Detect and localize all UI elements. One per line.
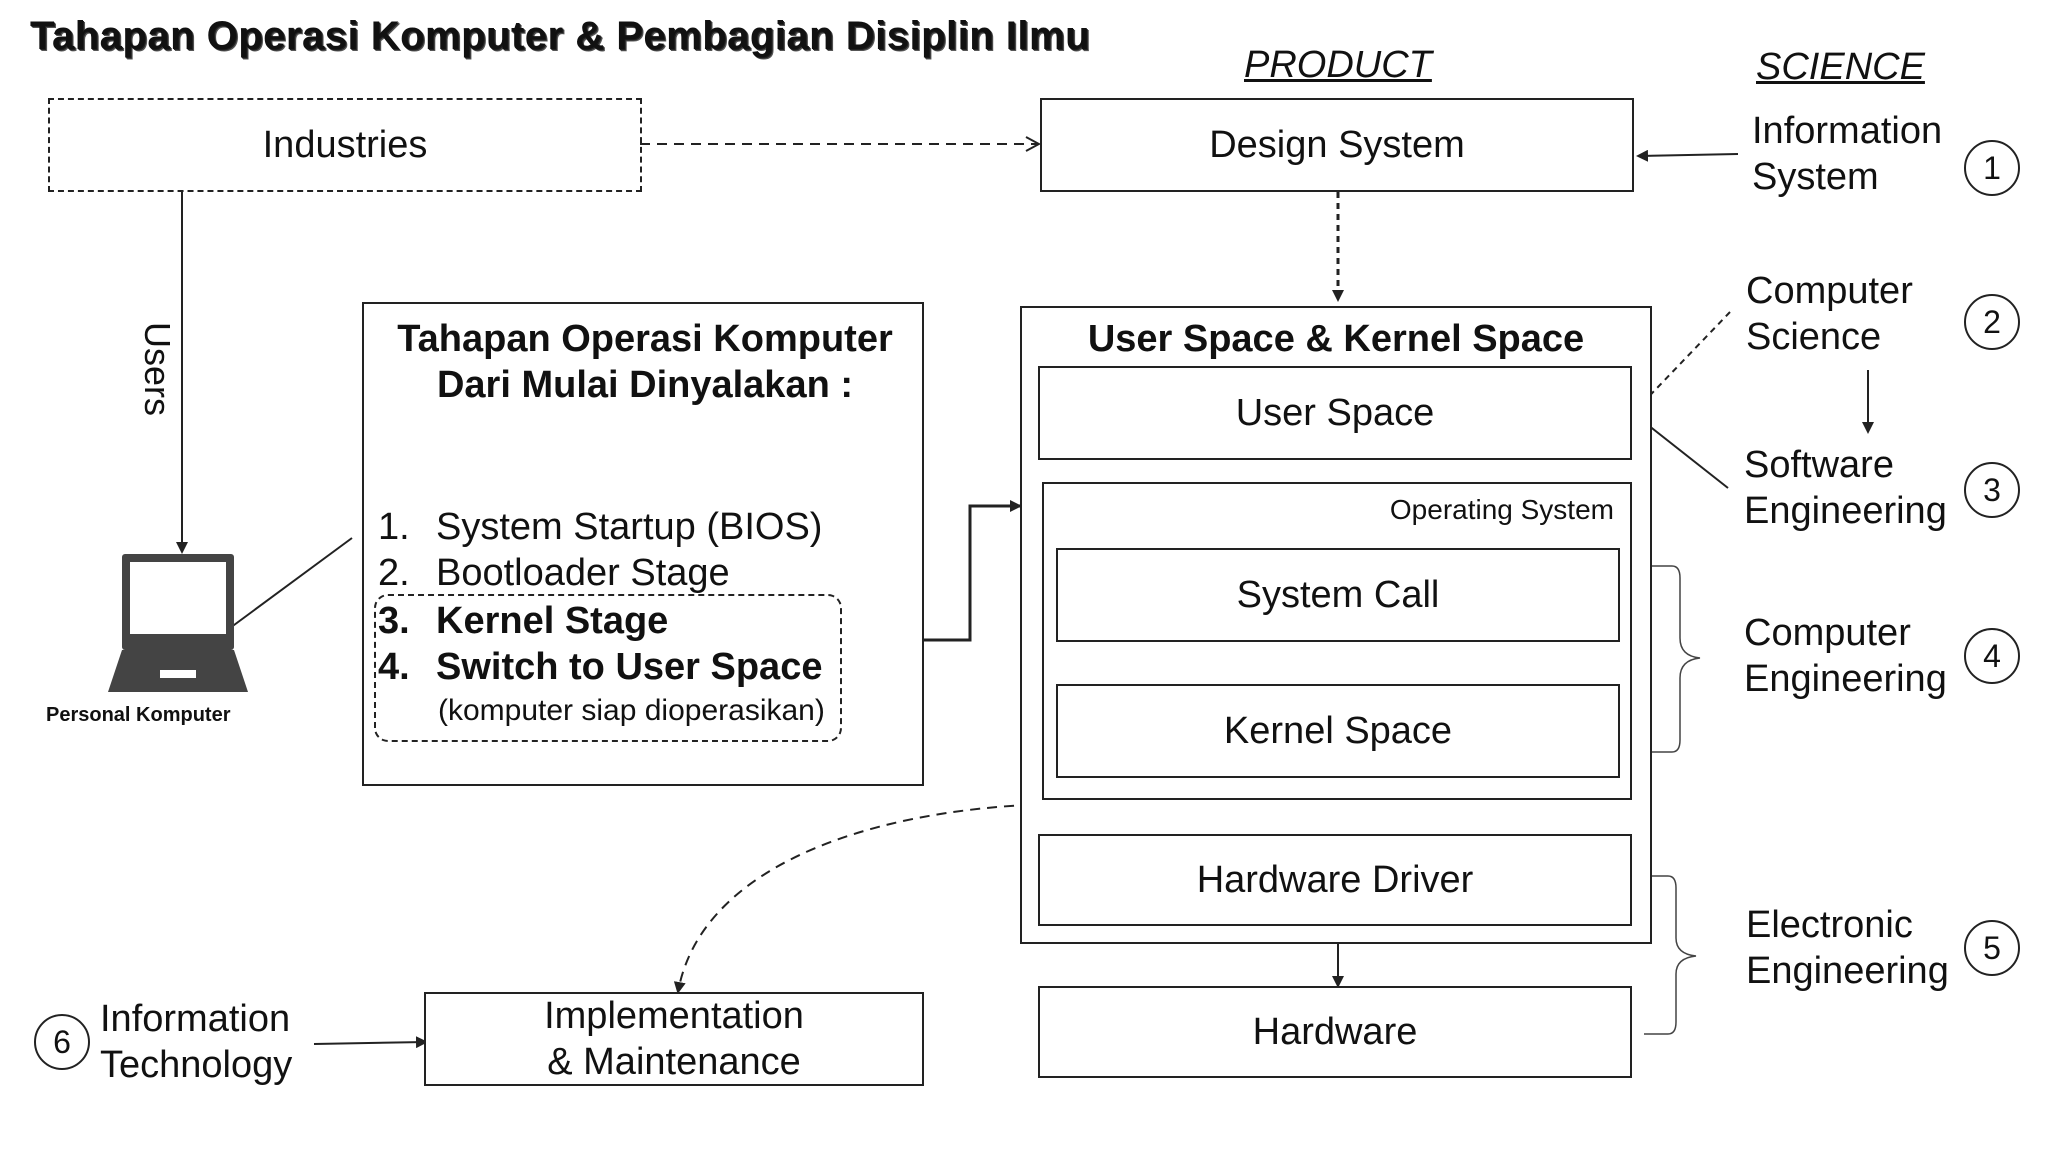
science-line2: Engineering — [1744, 658, 1947, 700]
brace-electronic-engineering — [1644, 875, 1697, 1035]
science-number-badge: 2 — [1964, 294, 2020, 350]
hardware-label: Hardware — [1252, 1010, 1418, 1053]
science-number-badge: 1 — [1964, 140, 2020, 196]
step-4: 4. Switch to User Space — [378, 646, 822, 689]
science-line2: Engineering — [1746, 950, 1949, 992]
science-line2: Engineering — [1744, 490, 1947, 532]
step-label: Kernel Stage — [436, 600, 669, 642]
science-line2: Technology — [100, 1044, 293, 1086]
kernel-space-label: Kernel Space — [1223, 709, 1453, 752]
science-electronic-engineering: Electronic Engineering — [1746, 902, 1949, 994]
science-line1: Electronic — [1746, 904, 1913, 946]
laptop-link-line — [229, 537, 353, 629]
science-line1: Information — [100, 998, 291, 1040]
system-call-box: System Call — [1056, 548, 1620, 642]
science-number-badge: 5 — [1964, 920, 2020, 976]
science-line1: Computer — [1744, 612, 1911, 654]
stages-title-line1: Tahapan Operasi Komputer — [397, 318, 893, 360]
science-information-system: Information System — [1752, 108, 1942, 200]
science-line1: Information — [1752, 110, 1943, 152]
step-number: 2. — [378, 552, 410, 594]
operating-system-box: Operating System — [1042, 482, 1632, 800]
industries-box: Industries — [48, 98, 642, 192]
kernel-space-box: Kernel Space — [1056, 684, 1620, 778]
arrow-infosys-design — [1636, 149, 1739, 162]
arrow-os-implementation — [673, 803, 1049, 994]
design-system-label: Design System — [1209, 123, 1465, 166]
science-number-badge: 4 — [1964, 628, 2020, 684]
laptop-icon — [108, 554, 248, 692]
arrow-it-implementation — [313, 1036, 428, 1049]
science-computer-engineering: Computer Engineering — [1744, 610, 1947, 702]
stages-box: Tahapan Operasi Komputer Dari Mulai Diny… — [362, 302, 924, 786]
implementation-box: Implementation & Maintenance — [424, 992, 924, 1086]
kernel-stage-highlight — [374, 594, 842, 742]
design-system-box: Design System — [1040, 98, 1634, 192]
hardware-driver-label: Hardware Driver — [1196, 858, 1474, 901]
science-computer-science: Computer Science — [1746, 268, 1913, 360]
science-number-badge: 6 — [34, 1014, 90, 1070]
hardware-driver-box: Hardware Driver — [1038, 834, 1632, 926]
step-label: System Startup (BIOS) — [436, 506, 823, 548]
step-2: 2. Bootloader Stage — [378, 552, 730, 595]
hardware-box: Hardware — [1038, 986, 1632, 1078]
brace-computer-engineering — [1648, 565, 1701, 753]
science-line2: Science — [1746, 316, 1882, 358]
science-number-badge: 3 — [1964, 462, 2020, 518]
system-call-label: System Call — [1236, 573, 1440, 616]
science-line1: Software — [1744, 444, 1894, 486]
implementation-line1: Implementation — [544, 995, 804, 1037]
step-3: 3.Kernel Stage — [378, 600, 668, 643]
os-label: Operating System — [1389, 494, 1614, 525]
step-number: 1. — [378, 506, 410, 548]
implementation-line2: & Maintenance — [547, 1041, 801, 1083]
industries-label: Industries — [262, 123, 428, 166]
space-box-title: User Space & Kernel Space — [1087, 318, 1585, 360]
user-space-label: User Space — [1235, 391, 1435, 434]
step-label: Bootloader Stage — [436, 552, 730, 594]
science-line2: System — [1752, 156, 1879, 198]
user-space-box: User Space — [1038, 366, 1632, 460]
laptop-label: Personal Komputer — [46, 704, 231, 726]
science-software-engineering: Software Engineering — [1744, 442, 1947, 534]
science-heading: SCIENCE — [1756, 46, 1925, 88]
stages-title-line2: Dari Mulai Dinyalakan : — [436, 364, 853, 406]
science-line1: Computer — [1746, 270, 1913, 312]
science-information-technology: Information Technology — [100, 996, 292, 1088]
users-label: Users — [137, 322, 178, 417]
step-note: (komputer siap dioperasikan) — [438, 694, 825, 727]
product-heading: PRODUCT — [1244, 44, 1432, 86]
step-1: 1. System Startup (BIOS) — [378, 506, 822, 549]
page-title: Tahapan Operasi Komputer & Pembagian Dis… — [30, 14, 1090, 58]
step-number: 4. — [378, 646, 410, 688]
step-label: Switch to User Space — [436, 646, 823, 688]
